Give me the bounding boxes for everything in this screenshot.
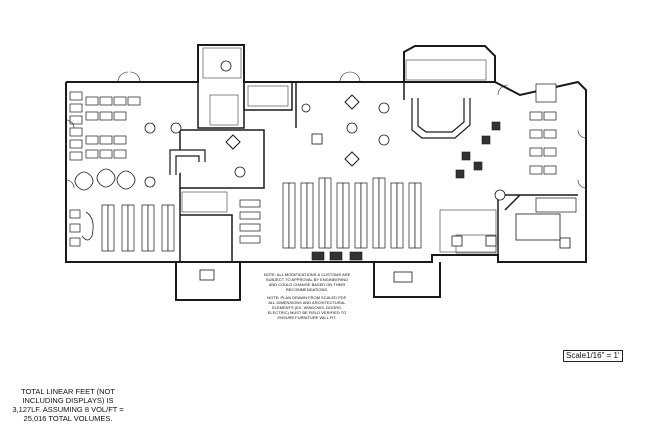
square-tables (199, 133, 571, 283)
plan-note: NOTE: PLAN DRAWN FROM SCALED PDF. ALL DI… (267, 295, 347, 320)
partitions (181, 47, 497, 254)
building-outline (65, 44, 587, 301)
left-shelving (69, 91, 141, 161)
modifications-note: NOTE: ALL MODIFICATIONS & CUSTOMS ARE SU… (263, 272, 351, 292)
scale-label: Scale1/16" = 1' (563, 350, 623, 362)
right-shelving (529, 83, 577, 213)
service-desk (411, 98, 471, 139)
door-swings (65, 71, 587, 189)
display-diamonds (225, 94, 360, 167)
lower-left-stacks (69, 204, 175, 252)
lounge-seating (311, 121, 501, 261)
center-stacks (239, 177, 422, 249)
interior-walls (178, 82, 578, 262)
organic-seating (74, 168, 136, 241)
total-linear-feet-note: TOTAL LINEAR FEET (NOT INCLUDING DISPLAY… (12, 387, 124, 423)
circulation-desk (169, 149, 206, 175)
